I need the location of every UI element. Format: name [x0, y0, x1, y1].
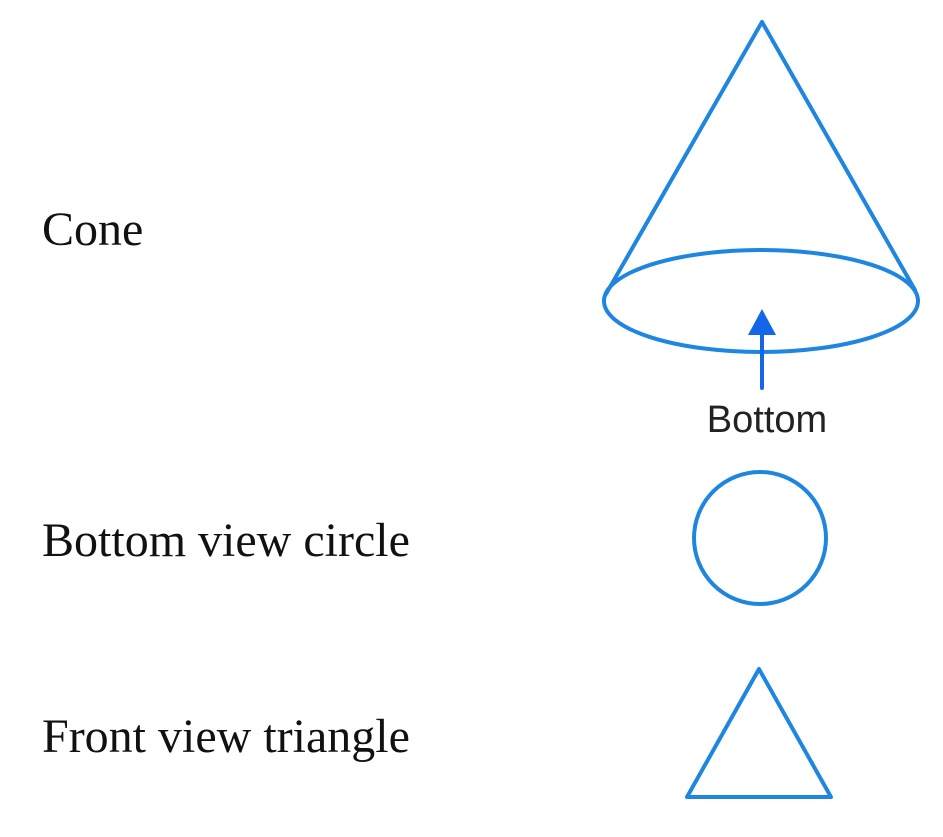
arrow-up-icon	[748, 309, 776, 390]
bottom-view-label: Bottom view circle	[42, 514, 410, 567]
circle-icon	[692, 470, 828, 606]
arrow-head	[748, 309, 776, 335]
bottom-annotation-label: Bottom	[707, 399, 827, 441]
cone-right-edge	[760, 20, 917, 292]
cone-label: Cone	[42, 203, 143, 256]
front-view-label: Front view triangle	[42, 710, 410, 763]
cone-left-edge	[604, 20, 764, 296]
cone-icon	[602, 20, 920, 354]
triangle-icon	[685, 667, 833, 799]
